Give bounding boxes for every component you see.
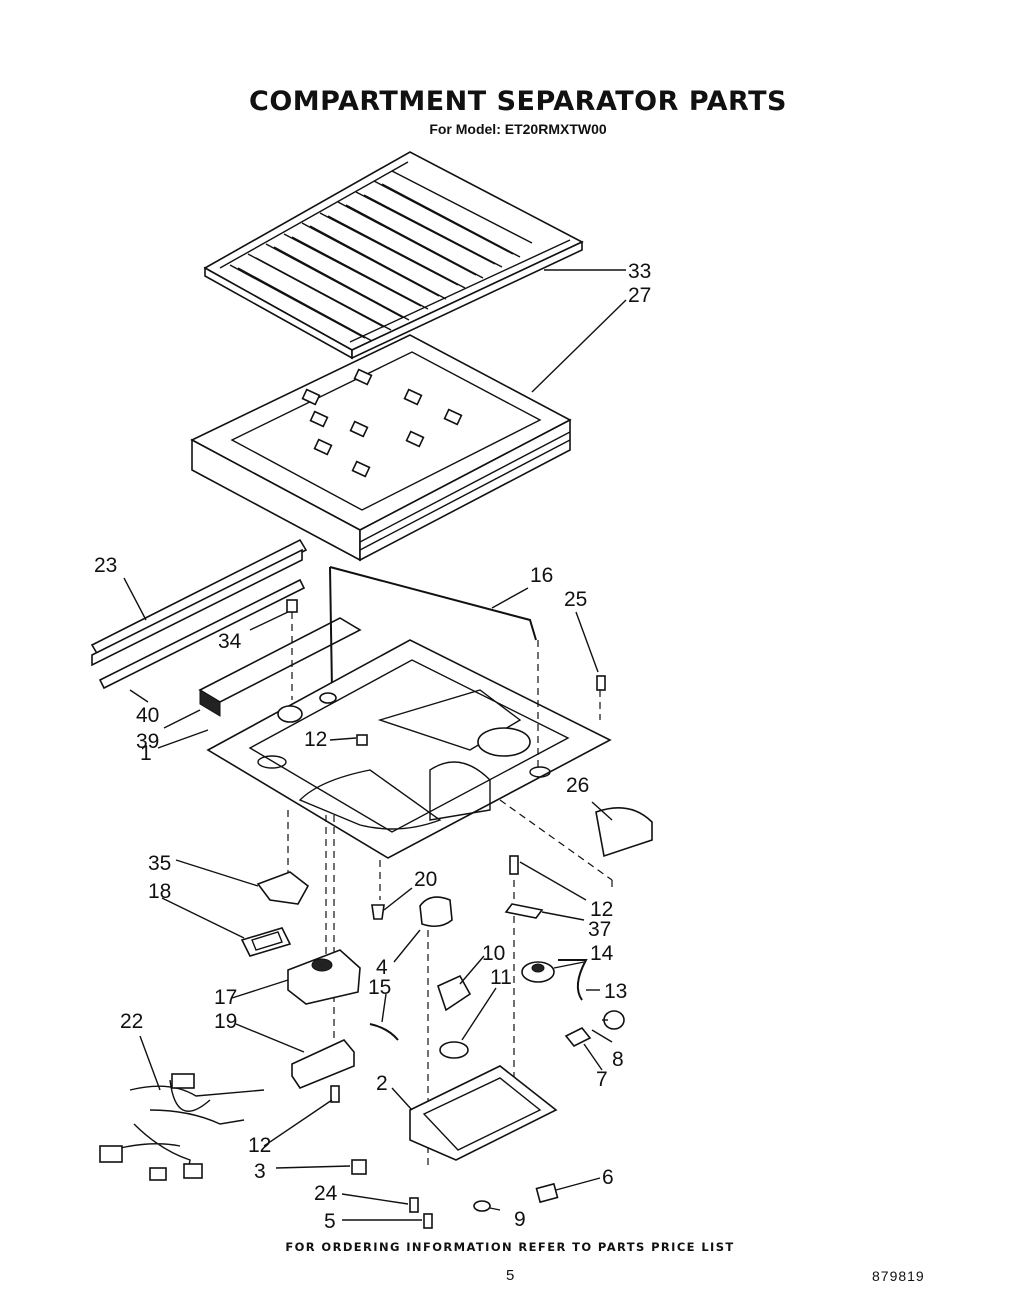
part-11-knob — [439, 1041, 469, 1059]
leader-lines — [123, 269, 627, 1221]
callout-34: 34 — [218, 630, 242, 653]
callout-37: 37 — [588, 918, 611, 941]
part-5-screw — [423, 1213, 433, 1229]
part-18-bezel — [240, 927, 292, 957]
callout-39: 39 — [136, 730, 159, 753]
model-subtitle: For Model: ET20RMXTW00 — [429, 121, 607, 137]
callout-35: 35 — [148, 852, 171, 875]
part-25-screw — [596, 675, 606, 691]
part-9-grommet — [473, 1200, 491, 1212]
callout-23: 23 — [94, 554, 117, 577]
part-22-wiring-harness — [99, 1073, 265, 1181]
callout-14: 14 — [590, 942, 614, 965]
callout-11: 11 — [490, 966, 512, 989]
part-10-thermostat — [437, 974, 472, 1012]
callout-40: 40 — [136, 704, 159, 727]
part-6-switch — [535, 1182, 559, 1204]
document-number: 879819 — [872, 1268, 925, 1284]
callout-8: 8 — [612, 1048, 624, 1071]
part-2-control-bracket — [409, 1065, 558, 1161]
page-number: 5 — [506, 1267, 515, 1284]
callout-13: 13 — [604, 980, 627, 1003]
callout-20: 20 — [414, 868, 437, 891]
part-1-separator-pan — [206, 639, 612, 859]
callout-27: 27 — [628, 284, 651, 307]
part-16-heater-wire — [329, 566, 537, 691]
callout-4: 4 — [376, 956, 388, 979]
callout-5: 5 — [324, 1210, 336, 1233]
alignment-lines — [287, 640, 613, 1170]
callout-12-bottom: 12 — [248, 1134, 271, 1157]
part-33-shelf-grille — [203, 151, 584, 360]
part-20-clip — [371, 904, 385, 920]
callout-17: 17 — [214, 986, 237, 1009]
callout-6: 6 — [602, 1166, 614, 1189]
part-19-control-mount — [291, 1039, 355, 1089]
callout-2: 2 — [376, 1072, 388, 1095]
part-14-knob — [521, 961, 555, 983]
callout-7: 7 — [596, 1068, 608, 1091]
part-27-separator-cover — [190, 334, 572, 562]
callout-10: 10 — [482, 942, 505, 965]
callout-12-right: 12 — [590, 898, 613, 921]
part-34-screw — [286, 599, 298, 700]
part-39-channel — [198, 617, 362, 717]
callout-labels: 33 27 23 16 25 34 40 39 12 1 26 35 20 18… — [94, 260, 651, 1233]
callout-24: 24 — [314, 1182, 338, 1205]
callout-33: 33 — [628, 260, 651, 283]
part-17-control-housing — [287, 949, 361, 1005]
part-35-bracket — [256, 871, 310, 905]
callout-3: 3 — [254, 1160, 266, 1183]
callout-1: 1 — [140, 742, 152, 765]
part-37-plate — [504, 903, 544, 919]
part-15-capillary — [369, 1023, 399, 1041]
part-13-tube — [558, 959, 588, 1001]
part-40-gasket-strip — [98, 578, 306, 690]
part-12-screw-lower — [330, 1085, 340, 1103]
callout-25: 25 — [564, 588, 587, 611]
callout-26: 26 — [566, 774, 589, 797]
ordering-footer-note: FOR ORDERING INFORMATION REFER TO PARTS … — [285, 1240, 735, 1254]
callout-18: 18 — [148, 880, 171, 903]
part-3-clip — [351, 1159, 367, 1175]
callout-16: 16 — [530, 564, 553, 587]
part-24-screw — [409, 1197, 419, 1213]
callout-22: 22 — [120, 1010, 143, 1033]
part-12-screw-upper — [356, 734, 368, 746]
page-title: COMPARTMENT SEPARATOR PARTS — [249, 86, 787, 117]
part-26-insulation — [595, 806, 653, 858]
callout-15: 15 — [368, 976, 391, 999]
part-12-screw-right — [509, 855, 519, 875]
part-4-damper — [419, 896, 453, 928]
part-23-trim-strip — [90, 538, 308, 667]
callout-19: 19 — [214, 1010, 237, 1033]
part-7-lamp-socket — [564, 1026, 592, 1048]
callout-12-top: 12 — [304, 728, 327, 751]
callout-9: 9 — [514, 1208, 526, 1231]
